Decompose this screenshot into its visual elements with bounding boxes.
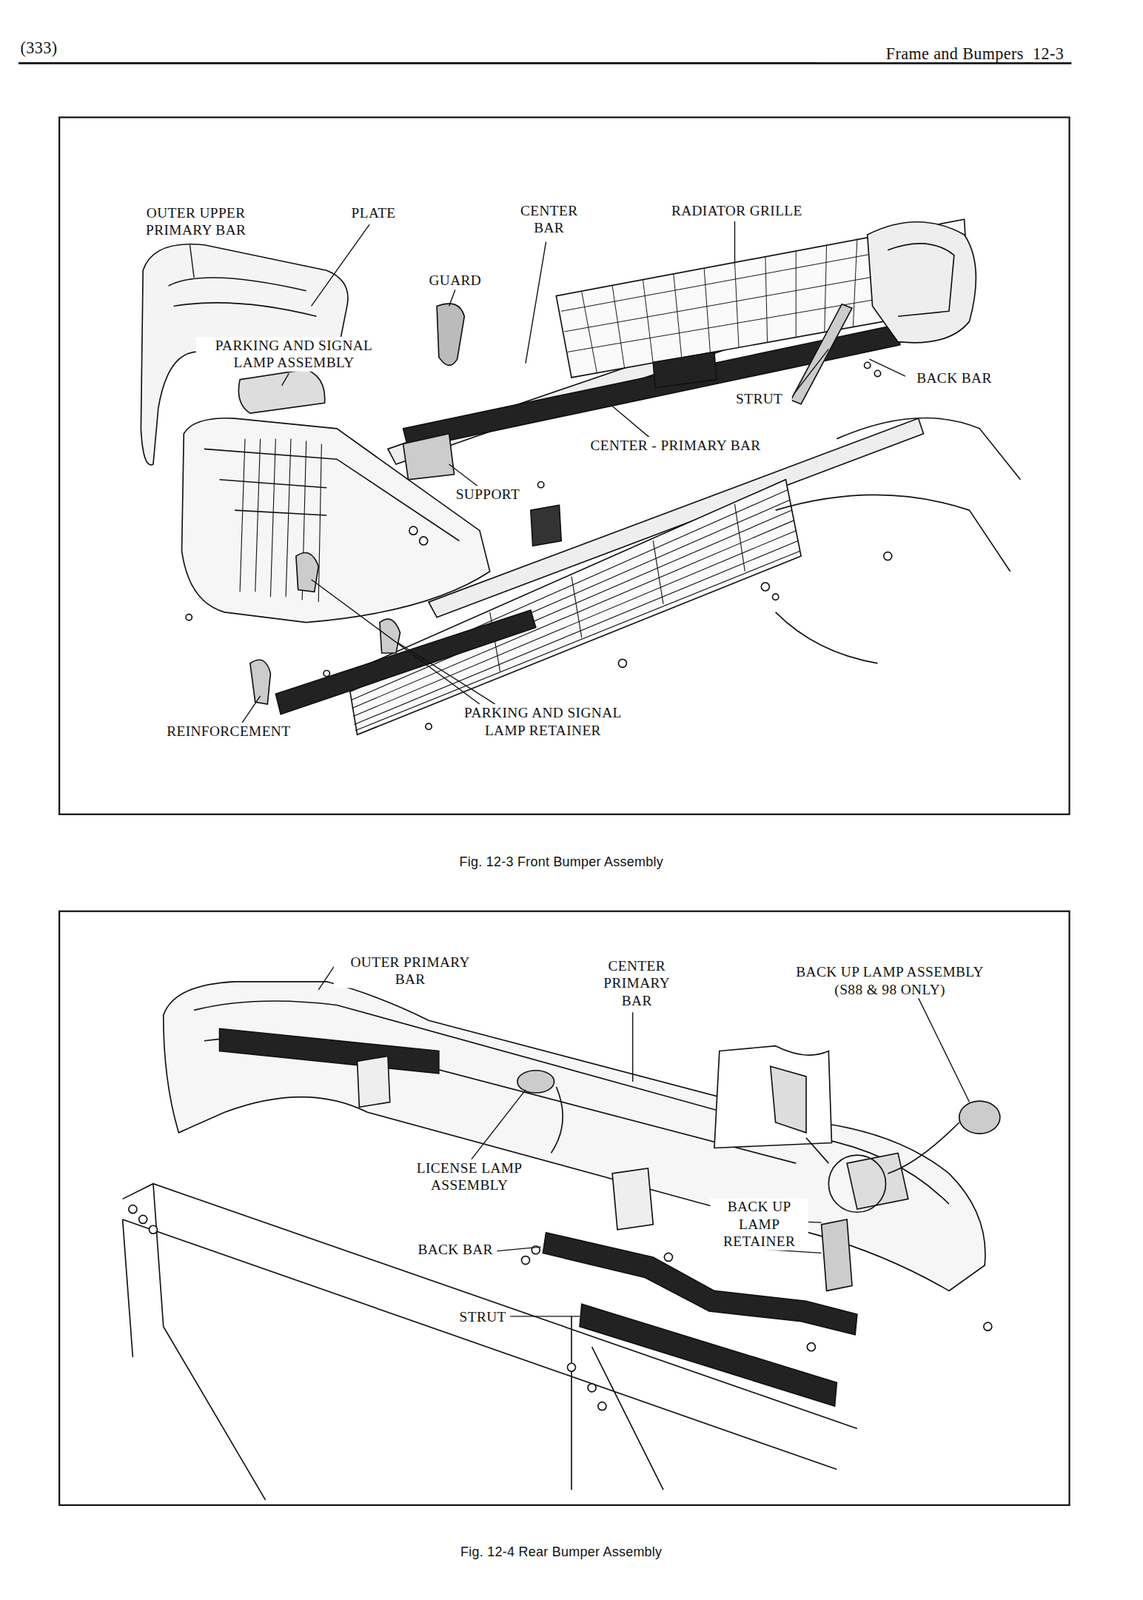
part-label: PLATE [337,204,410,222]
part-label: CENTER PRIMARY BAR [593,957,680,1010]
part-label: PARKING AND SIGNAL LAMP RETAINER [444,704,642,739]
part-label: STRUT [726,390,793,408]
part-label: LICENSE LAMP ASSEMBLY [401,1159,537,1195]
part-label: OUTER UPPER PRIMARY BAR [124,204,268,240]
page-header: (333) [18,38,90,56]
part-label: (S88 & 98 ONLY) [808,980,972,998]
part-label: PARKING AND SIGNAL LAMP ASSEMBLY [196,336,393,372]
part-label: CENTER - PRIMARY BAR [558,436,793,454]
part-label: GUARD [419,271,491,289]
part-label: SUPPORT [444,485,533,503]
page-title: Frame and Bumpers [816,45,1027,63]
part-label: BACK BAR [905,369,1004,387]
figure-caption: Fig. 12-3 Front Bumper Assembly [398,852,725,870]
part-label: BACK UP LAMP RETAINER [709,1197,808,1250]
figure-caption: Fig. 12-4 Rear Bumper Assembly [398,1542,725,1560]
part-label: STRUT [436,1308,509,1326]
page-header: 12-3 [1030,45,1077,63]
part-label: RADIATOR GRILLE [644,202,829,220]
part-label: OUTER PRIMARY BAR [333,953,488,989]
part-label: CENTER BAR [510,202,588,237]
part-label: BACK UP LAMP ASSEMBLY [767,963,1013,981]
part-label: BACK BAR [393,1240,496,1258]
part-label: REINFORCEMENT [151,722,305,740]
